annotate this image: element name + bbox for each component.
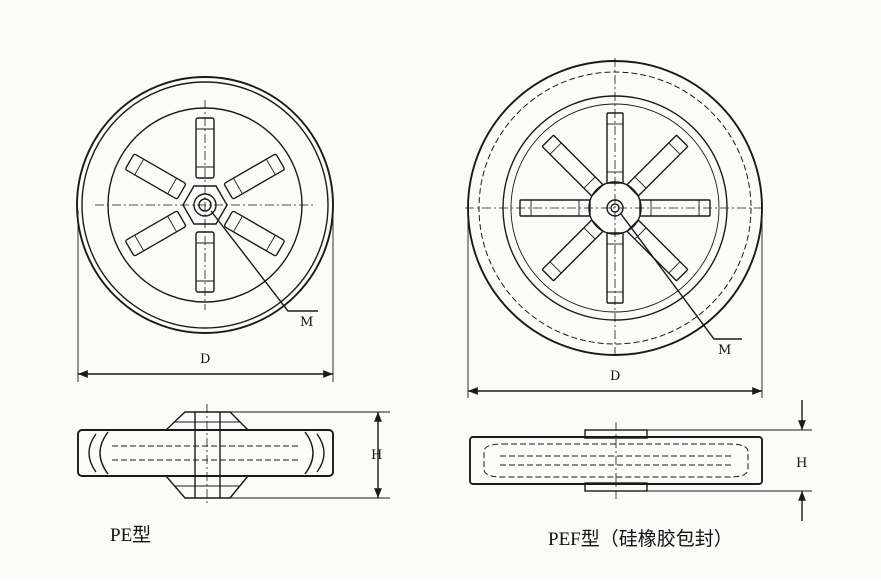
pe-top-view: M D bbox=[76, 76, 334, 382]
pe-side-view: H PE型 bbox=[77, 404, 390, 546]
pe-upper-hub bbox=[165, 411, 249, 431]
pe-m-leader bbox=[210, 210, 318, 312]
pe-side-body bbox=[77, 429, 334, 477]
pe-h-label: H bbox=[371, 448, 382, 463]
pef-side-body bbox=[469, 436, 763, 485]
pef-d-label: D bbox=[610, 369, 620, 384]
pe-outer-rim bbox=[76, 76, 334, 334]
pef-m-label: M bbox=[718, 343, 731, 358]
pe-m-label: M bbox=[300, 315, 313, 330]
pef-silicone-envelope bbox=[483, 443, 749, 478]
pe-d-label: D bbox=[200, 352, 210, 367]
pef-h-label: H bbox=[796, 456, 807, 471]
pef-caption: PEF型（硅橡胶包封） bbox=[548, 528, 733, 550]
pef-m-leader bbox=[620, 213, 742, 340]
pef-side-view: H PEF型（硅橡胶包封） bbox=[469, 400, 812, 550]
pe-caption: PE型 bbox=[110, 524, 151, 546]
pe-lower-hub bbox=[165, 475, 249, 499]
pef-top-view: M D bbox=[465, 58, 765, 398]
